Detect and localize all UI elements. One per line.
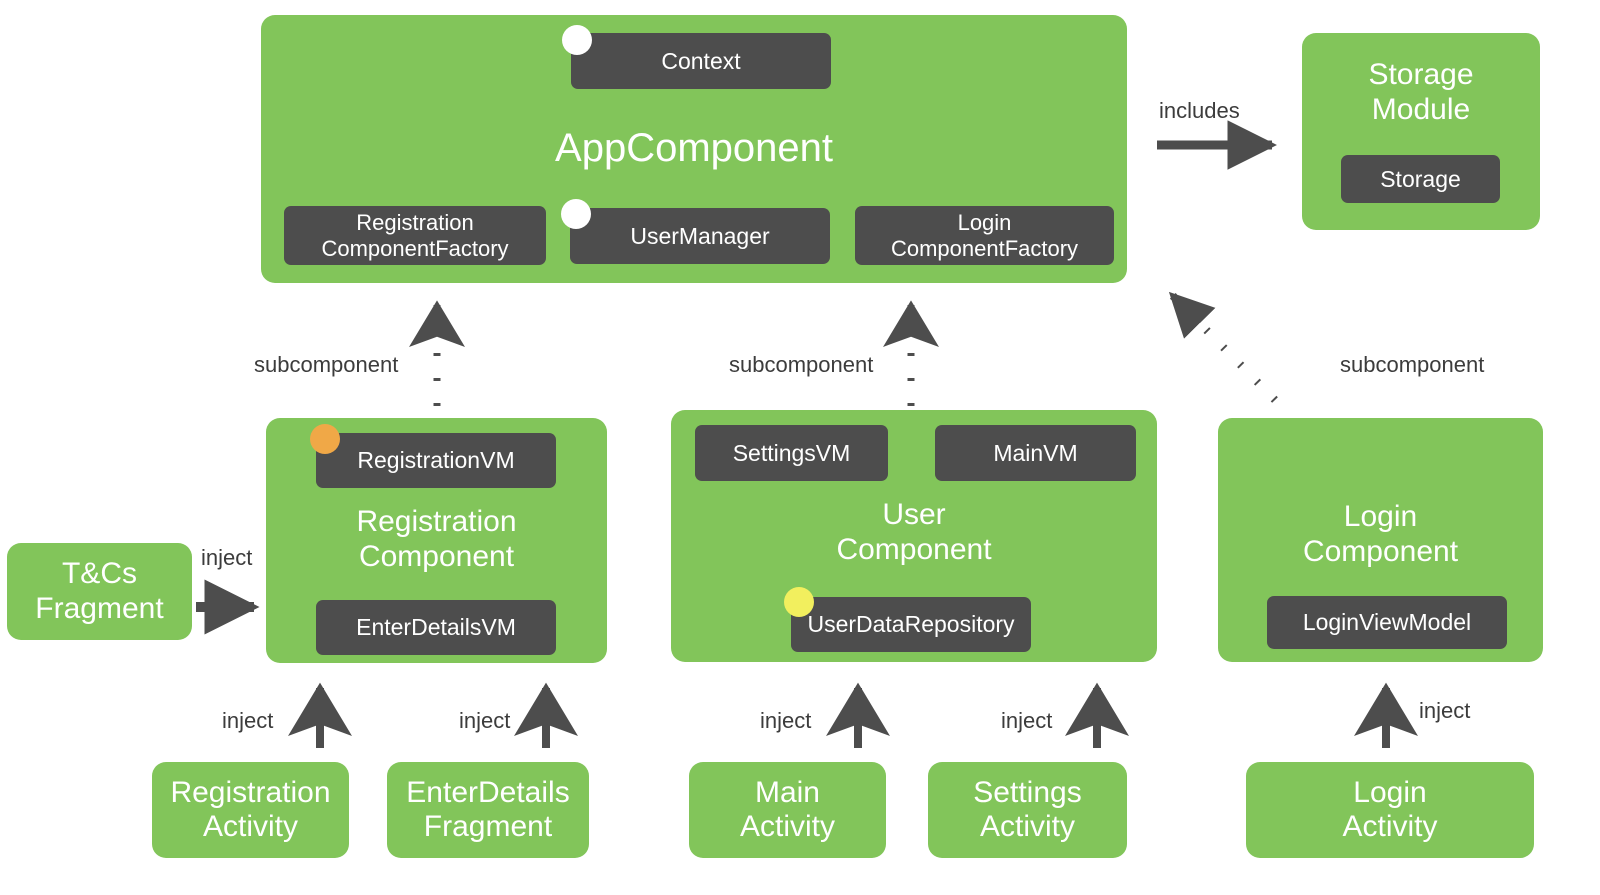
context-binding[interactable]: Context	[571, 33, 831, 89]
subcomponent-login-arrow	[1168, 291, 1278, 403]
app-component-title: AppComponent	[555, 126, 833, 170]
user-data-repository-scoped-dot	[784, 587, 814, 617]
settings-activity-box[interactable]: Settings Activity	[928, 762, 1127, 858]
registration-vm-scoped-dot	[310, 424, 340, 454]
login-component-factory-binding[interactable]: Login ComponentFactory	[855, 206, 1114, 265]
user-component-title: User Component	[836, 498, 992, 566]
login-view-model-binding[interactable]: LoginViewModel	[1267, 596, 1507, 649]
main-activity-box[interactable]: Main Activity	[689, 762, 886, 858]
user-manager-entry-point-dot	[561, 199, 591, 229]
subcomponent-login-label: subcomponent	[1340, 352, 1485, 377]
inject-settings-label: inject	[1001, 708, 1053, 733]
inject-main-label: inject	[760, 708, 812, 733]
inject-tcs-label: inject	[201, 545, 253, 570]
registration-vm-binding[interactable]: RegistrationVM	[316, 433, 556, 488]
main-vm-binding[interactable]: MainVM	[935, 425, 1136, 481]
settings-vm-binding[interactable]: SettingsVM	[695, 425, 888, 481]
includes-edge-label: includes	[1159, 98, 1240, 123]
enter-details-vm-binding[interactable]: EnterDetailsVM	[316, 600, 556, 655]
tcs-fragment-box[interactable]: T&Cs Fragment	[7, 543, 192, 640]
registration-component-title: Registration Component	[356, 505, 517, 573]
registration-activity-box[interactable]: Registration Activity	[152, 762, 349, 858]
user-data-repository-binding[interactable]: UserDataRepository	[791, 597, 1031, 652]
user-manager-binding[interactable]: UserManager	[570, 208, 830, 264]
subcomponent-user-label: subcomponent	[729, 352, 874, 377]
subcomponent-registration-label: subcomponent	[254, 352, 399, 377]
enter-details-fragment-box[interactable]: EnterDetails Fragment	[387, 762, 589, 858]
inject-login-label: inject	[1419, 698, 1471, 723]
storage-module-title: Storage Module	[1368, 58, 1474, 126]
context-entry-point-dot	[562, 25, 592, 55]
storage-binding[interactable]: Storage	[1341, 155, 1500, 203]
login-activity-box[interactable]: Login Activity	[1246, 762, 1534, 858]
registration-component-factory-binding[interactable]: Registration ComponentFactory	[284, 206, 546, 265]
inject-enter-details-label: inject	[459, 708, 511, 733]
inject-registration-label: inject	[222, 708, 274, 733]
login-component-title: Login Component	[1302, 500, 1459, 568]
